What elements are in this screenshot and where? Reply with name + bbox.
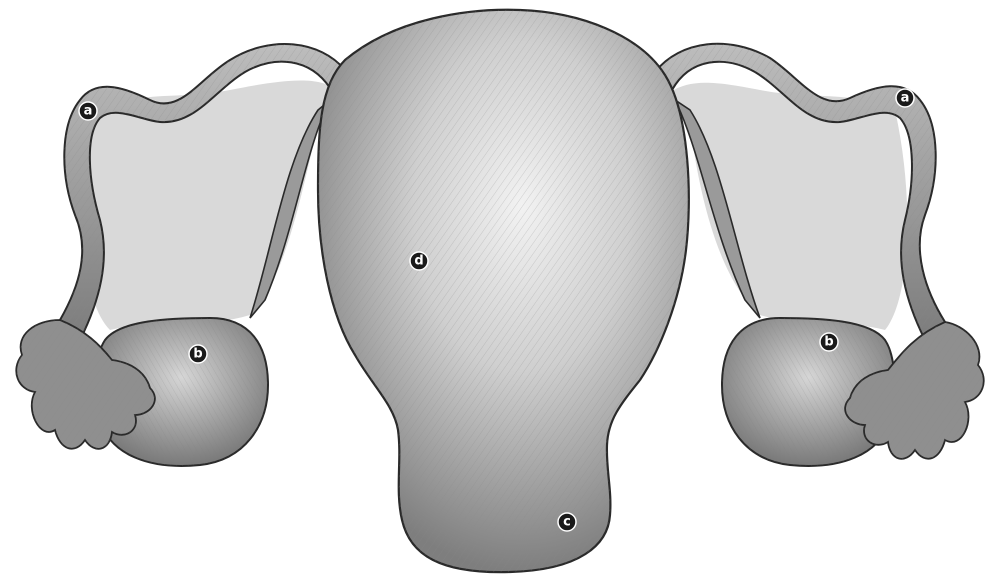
label-marker-body: d (410, 252, 428, 270)
label-marker-ovary-left: b (189, 345, 207, 363)
label-marker-tube-left: a (79, 102, 97, 120)
label-d: d (414, 254, 423, 269)
label-b-left: b (193, 347, 202, 362)
label-c: c (563, 515, 571, 530)
label-marker-tube-right: a (896, 89, 914, 107)
label-marker-cervix: c (558, 513, 576, 531)
label-b-right: b (824, 335, 833, 350)
right-mesentery (670, 83, 907, 330)
left-mesentery (83, 81, 335, 330)
label-a-right: a (901, 91, 910, 106)
label-marker-ovary-right: b (820, 333, 838, 351)
label-a-left: a (84, 104, 93, 119)
